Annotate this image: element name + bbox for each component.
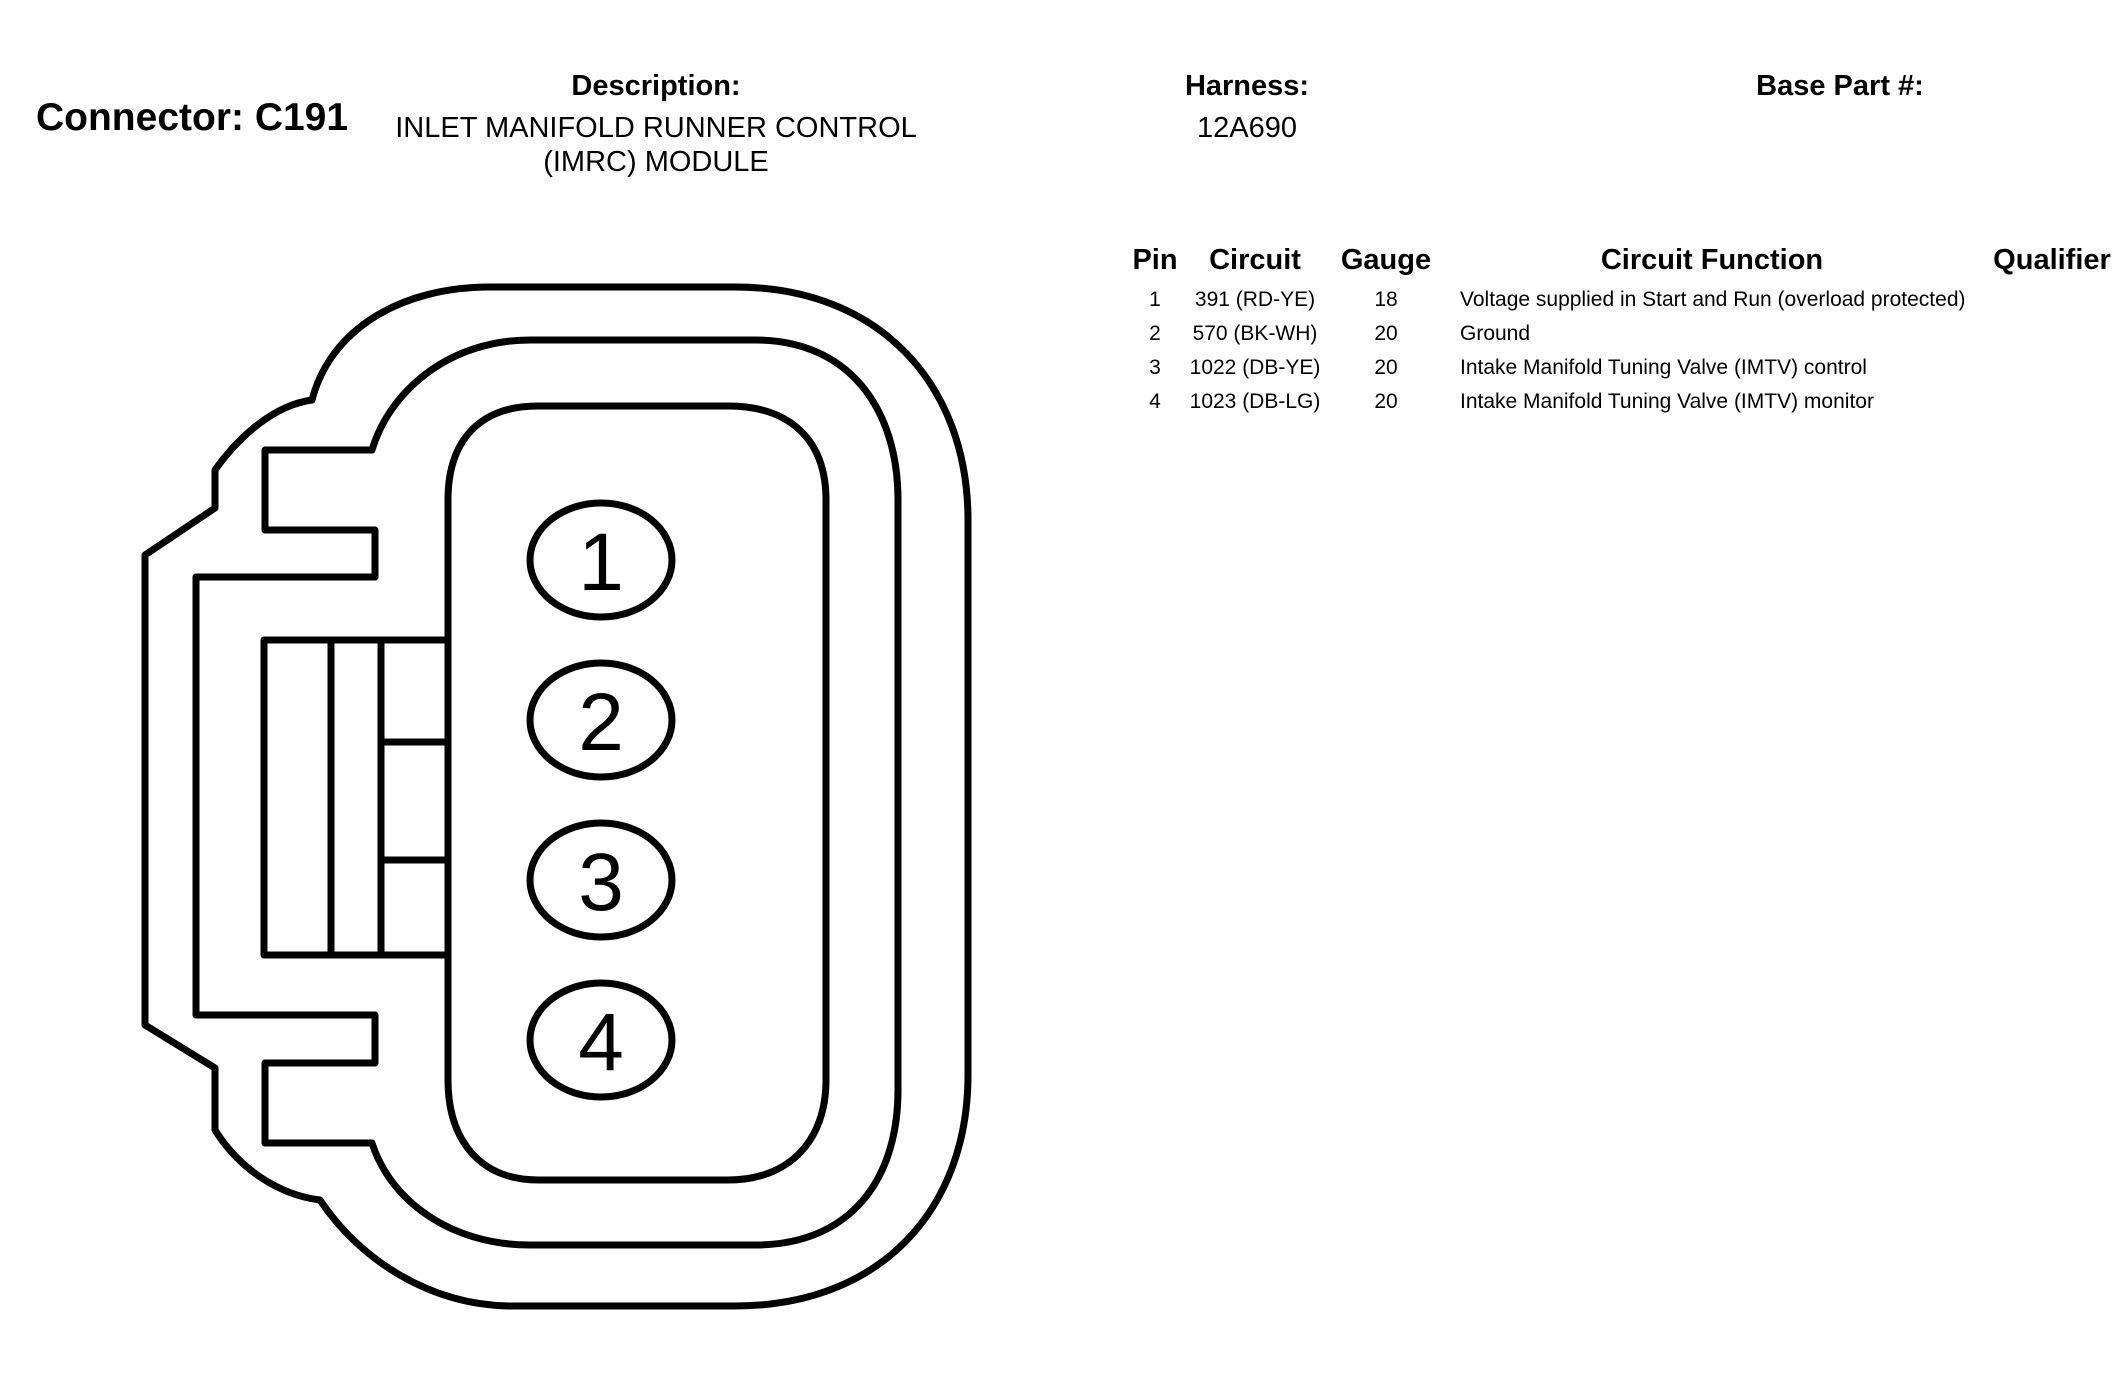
locking-tab-block [260,636,452,959]
row-gauge: 18 [1374,288,1398,311]
pin-table: Pin Circuit Gauge Circuit Function Quali… [1130,244,2122,419]
table-row: 2 570 (BK-WH) 20 Ground [1130,317,2122,351]
row-function: Intake Manifold Tuning Valve (IMTV) moni… [1460,390,1874,413]
row-circuit: 391 (RD-YE) [1194,288,1316,311]
inner-cavity [444,402,830,1184]
pin-label-2: 2 [578,677,624,768]
row-function: Ground [1460,322,1531,345]
row-gauge: 20 [1374,322,1398,345]
table-row: 4 1023 (DB-LG) 20 Intake Manifold Tuning… [1130,385,2122,419]
housing-latch-outline [192,336,902,1249]
header-circuit: Circuit [1209,244,1301,276]
pin-label-4: 4 [578,997,624,1088]
table-row: 3 1022 (DB-YE) 20 Intake Manifold Tuning… [1130,351,2122,385]
table-row: 1 391 (RD-YE) 18 Voltage supplied in Sta… [1130,283,2122,317]
row-circuit: 1023 (DB-LG) [1189,390,1321,413]
header-qualifier: Qualifier [1993,244,2111,276]
row-gauge: 20 [1374,356,1398,379]
pin-table-header: Pin Circuit Gauge Circuit Function Quali… [1130,244,2122,283]
row-circuit: 570 (BK-WH) [1192,322,1318,345]
connector-title: Connector: C191 [36,96,349,139]
pin-cavity-1 [526,499,676,621]
description-label: Description: [571,70,741,102]
description-value: INLET MANIFOLD RUNNER CONTROL (IMRC) MOD… [395,112,917,178]
row-pin: 1 [1149,288,1161,311]
row-function: Intake Manifold Tuning Valve (IMTV) cont… [1460,356,1867,379]
row-pin: 4 [1149,390,1161,413]
housing-outer-outline [141,283,972,1310]
pin-cavity-2 [526,659,676,781]
harness-label: Harness: [1184,70,1310,102]
row-pin: 3 [1149,356,1161,379]
pin-cavity-4 [526,979,676,1101]
row-circuit: 1022 (DB-YE) [1189,356,1321,379]
header-gauge: Gauge [1340,244,1432,276]
row-pin: 2 [1149,322,1161,345]
row-function: Voltage supplied in Start and Run (overl… [1460,288,1966,311]
pin-cavity-3 [526,819,676,941]
pin-label-1: 1 [578,517,624,608]
header-circuit-function: Circuit Function [1600,244,1824,276]
header-pin: Pin [1132,244,1178,276]
base-part-label: Base Part #: [1756,70,1924,102]
pin-label-3: 3 [578,837,624,928]
harness-value: 12A690 [1197,112,1297,144]
row-gauge: 20 [1374,390,1398,413]
